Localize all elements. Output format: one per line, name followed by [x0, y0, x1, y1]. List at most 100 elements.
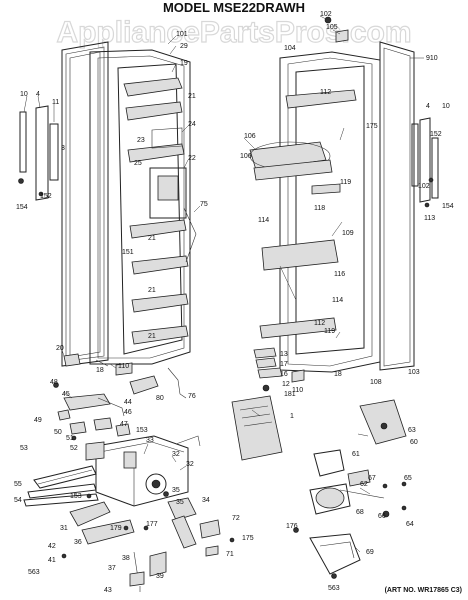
callout-563-a: 563: [28, 569, 40, 576]
dispenser-cover-panel: [23, 465, 99, 507]
callout-108: 108: [370, 379, 382, 386]
freezer-hinge-parts: [63, 207, 197, 376]
callout-34: 34: [202, 497, 210, 504]
callout-53: 53: [20, 445, 28, 452]
freezer-door-trim-and-handle: [18, 105, 59, 201]
callout-18-b: 18: [334, 371, 342, 378]
callout-leaders: [23, 15, 424, 553]
callout-39: 39: [156, 573, 164, 580]
callout-102-b: 102: [418, 183, 430, 190]
fresh-food-door-outer-frame: [379, 41, 415, 371]
callout-54: 54: [14, 497, 22, 504]
callout-32-a: 32: [172, 451, 180, 458]
callout-4-a: 4: [36, 91, 40, 98]
callout-21-c: 21: [148, 287, 156, 294]
callout-33: 33: [146, 437, 154, 444]
callout-106-a: 106: [244, 133, 256, 140]
callout-29: 29: [180, 43, 188, 50]
callout-176: 176: [286, 523, 298, 530]
callout-1: 1: [290, 413, 294, 420]
callout-35-b: 35: [176, 499, 184, 506]
callout-4-b: 4: [426, 103, 430, 110]
callout-3: 3: [61, 145, 65, 152]
callout-10-b: 10: [442, 103, 450, 110]
callout-112-a: 112: [320, 89, 331, 96]
callout-45: 45: [62, 391, 70, 398]
callout-43: 43: [104, 587, 112, 594]
callout-118: 118: [314, 205, 325, 212]
callout-116: 116: [334, 271, 345, 278]
callout-103: 103: [408, 369, 420, 376]
callout-25: 25: [134, 160, 142, 167]
callout-18-a: 18: [96, 367, 104, 374]
callout-21-d: 21: [148, 333, 156, 340]
callout-60: 60: [410, 439, 418, 446]
callout-36: 36: [74, 539, 82, 546]
callout-19: 19: [180, 60, 188, 67]
callout-10-a: 10: [20, 91, 28, 98]
callout-113: 113: [424, 215, 435, 222]
watermark: AppliancePartsPros.com: [56, 16, 411, 49]
callout-152-a: 152: [40, 193, 52, 200]
callout-35-a: 35: [172, 487, 180, 494]
callout-154-a: 154: [16, 204, 28, 211]
callout-110-b: 110: [292, 387, 303, 394]
callout-109: 109: [342, 230, 354, 237]
freezer-door-shelves: [123, 77, 189, 345]
callout-106-b: 106: [240, 153, 252, 160]
callout-66: 66: [378, 513, 386, 520]
callout-38: 38: [122, 555, 130, 562]
art-number: (ART NO. WR17865 C3): [385, 587, 462, 594]
callout-65: 65: [404, 475, 412, 482]
dispenser-housing: [85, 435, 201, 507]
callout-11: 11: [52, 99, 59, 106]
callout-46: 46: [124, 409, 132, 416]
callout-563-b: 563: [328, 585, 340, 592]
callout-64: 64: [406, 521, 414, 528]
callout-179: 179: [110, 525, 122, 532]
callout-110-a: 110: [118, 363, 129, 370]
callout-41: 41: [48, 557, 56, 564]
callout-75: 75: [200, 201, 208, 208]
callout-61: 61: [352, 451, 360, 458]
callout-175-b: 175: [242, 535, 254, 542]
owners-manual: [231, 395, 283, 461]
dispenser-actuator-parts: [61, 491, 235, 592]
callout-104: 104: [284, 45, 296, 52]
callout-69: 69: [366, 549, 374, 556]
callout-181: 181: [284, 391, 296, 398]
callout-22: 22: [188, 155, 196, 162]
callout-80: 80: [156, 395, 164, 402]
callout-51: 51: [66, 435, 74, 442]
callout-labels: 102 105 101 29 19 104 910 10 4 11 3 154 …: [14, 11, 454, 594]
callout-63: 63: [408, 427, 416, 434]
callout-13: 13: [280, 351, 288, 358]
freezer-door-liner: [89, 49, 191, 365]
callout-153-a: 153: [136, 427, 148, 434]
callout-52: 52: [70, 445, 78, 452]
callout-71: 71: [226, 551, 234, 558]
fresh-food-door-trim-and-handle: [411, 117, 439, 208]
callout-17: 17: [280, 361, 288, 368]
callout-20: 20: [56, 345, 64, 352]
callout-42: 42: [48, 543, 56, 550]
fresh-food-door-bins: [249, 89, 357, 339]
callout-49: 49: [34, 417, 42, 424]
callout-44: 44: [124, 399, 132, 406]
callout-24: 24: [188, 121, 196, 128]
callout-31: 31: [60, 525, 68, 532]
freezer-door-outer-frame: [61, 41, 109, 367]
callout-21-a: 21: [188, 93, 196, 100]
callout-119-b: 119: [324, 328, 335, 335]
model-title: MODEL MSE22DRAWH: [163, 0, 305, 15]
callout-119-a: 119: [340, 179, 351, 186]
callout-62: 62: [360, 481, 368, 488]
callout-102-a: 102: [320, 11, 332, 18]
callout-67: 67: [368, 475, 376, 482]
callout-112-b: 112: [314, 320, 325, 327]
callout-151: 151: [122, 249, 134, 256]
callout-68: 68: [356, 509, 364, 516]
callout-152-b: 152: [430, 131, 442, 138]
auger-motor-assembly: [293, 399, 407, 579]
callout-16: 16: [280, 371, 288, 378]
